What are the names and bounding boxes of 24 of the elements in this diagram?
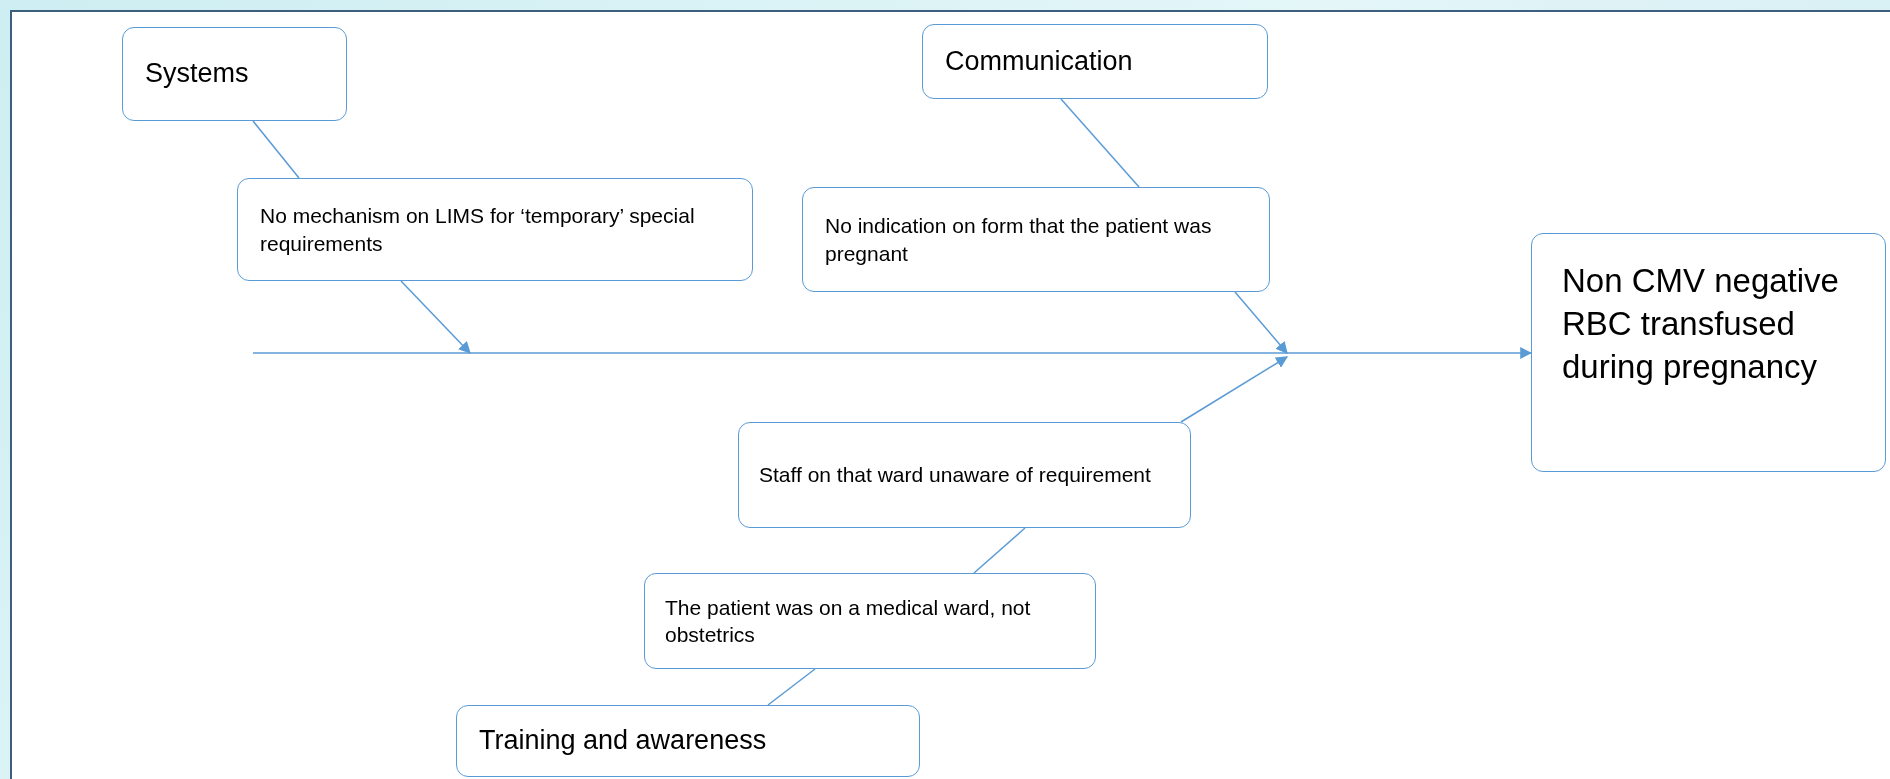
- cause-box: [644, 573, 1096, 669]
- spine-arrow: [252, 347, 1533, 359]
- connector-line: [1060, 98, 1140, 188]
- cause-box: [237, 178, 753, 281]
- node-text: Staff on that ward unaware of requirement: [759, 462, 1151, 489]
- arrow: [1180, 356, 1288, 423]
- node-text: Systems: [145, 57, 249, 91]
- category-box: [122, 27, 347, 121]
- node-text: The patient was on a medical ward, not obstetrics: [665, 594, 1032, 648]
- node-text: Communication: [945, 44, 1133, 78]
- node-text: No indication on form that the patient was pregnant: [825, 213, 1213, 267]
- arrow: [400, 280, 471, 354]
- effect-box: [1531, 233, 1886, 472]
- connector-line: [767, 668, 816, 706]
- connector-line: [973, 527, 1026, 574]
- category-box: [456, 705, 920, 777]
- connector-line: [252, 120, 300, 179]
- cause-box: [802, 187, 1270, 292]
- cause-box: [738, 422, 1191, 528]
- category-box: [922, 24, 1268, 99]
- arrow: [1234, 291, 1288, 354]
- node-text: Non CMV negative RBC transfused during pregnancy: [1562, 261, 1840, 387]
- node-text: Training and awareness: [479, 724, 767, 758]
- node-text: No mechanism on LIMS for ‘temporary’ special requirements: [260, 203, 696, 257]
